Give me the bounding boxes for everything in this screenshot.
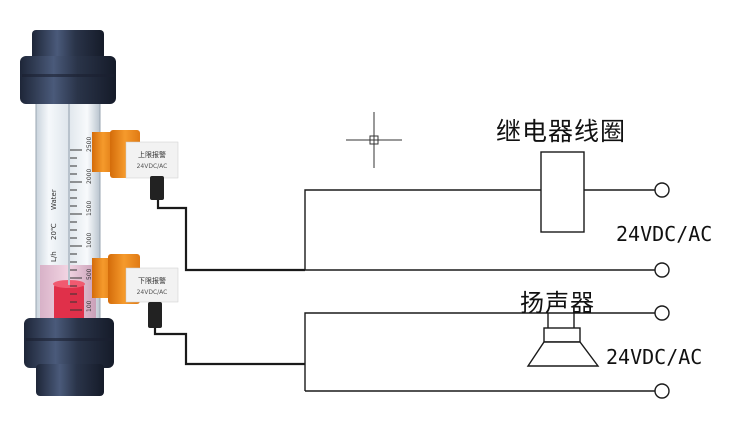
speaker-label: 扬声器 bbox=[520, 289, 595, 317]
lower-switch-cable bbox=[153, 328, 305, 366]
scale-unit: L/h bbox=[50, 251, 58, 262]
terminals bbox=[654, 182, 670, 399]
bottom-collar bbox=[24, 318, 114, 368]
upper-switch-sub: 24VDC/AC bbox=[137, 163, 168, 170]
terminal-icon bbox=[654, 305, 670, 321]
upper-limit-switch: 上限报警 24VDC/AC bbox=[92, 130, 179, 200]
speaker-voltage-label: 24VDC/AC bbox=[606, 345, 703, 369]
terminal-icon bbox=[654, 182, 670, 198]
relay-coil-icon bbox=[540, 151, 585, 233]
relay-voltage-label: 24VDC/AC bbox=[616, 222, 713, 246]
scale-medium: Water bbox=[50, 189, 58, 210]
relay-coil-label: 继电器线圈 bbox=[496, 117, 627, 146]
terminal-icon bbox=[654, 383, 670, 399]
bottom-nut bbox=[36, 364, 104, 396]
tube-scale: 2500 2000 1500 1000 500 100 Water 20℃ L/h bbox=[50, 137, 93, 312]
top-collar bbox=[20, 56, 116, 104]
upper-switch-label: 上限报警 bbox=[138, 150, 166, 159]
lower-switch-label-panel bbox=[125, 267, 179, 303]
scale-tick-label: 1500 bbox=[86, 201, 93, 216]
scale-tick-label: 500 bbox=[86, 268, 93, 280]
scale-tick-label: 100 bbox=[86, 300, 93, 312]
scale-temp: 20℃ bbox=[50, 223, 58, 240]
top-nut bbox=[32, 30, 104, 60]
wires bbox=[153, 200, 305, 366]
lower-switch-sub: 24VDC/AC bbox=[137, 289, 168, 296]
upper-switch-cable bbox=[156, 200, 305, 272]
crosshair-icon bbox=[346, 112, 402, 168]
scale-tick-label: 1000 bbox=[86, 233, 93, 248]
speaker-icon bbox=[526, 327, 600, 367]
lower-switch-label: 下限报警 bbox=[138, 276, 166, 285]
lower-limit-switch: 下限报警 24VDC/AC bbox=[92, 254, 179, 328]
terminal-icon bbox=[654, 262, 670, 278]
upper-switch-label-panel bbox=[125, 141, 179, 179]
flowmeter bbox=[20, 30, 116, 396]
scale-tick-label: 2000 bbox=[86, 169, 93, 184]
circuit-lines bbox=[304, 189, 655, 392]
scale-tick-label: 2500 bbox=[86, 137, 93, 152]
